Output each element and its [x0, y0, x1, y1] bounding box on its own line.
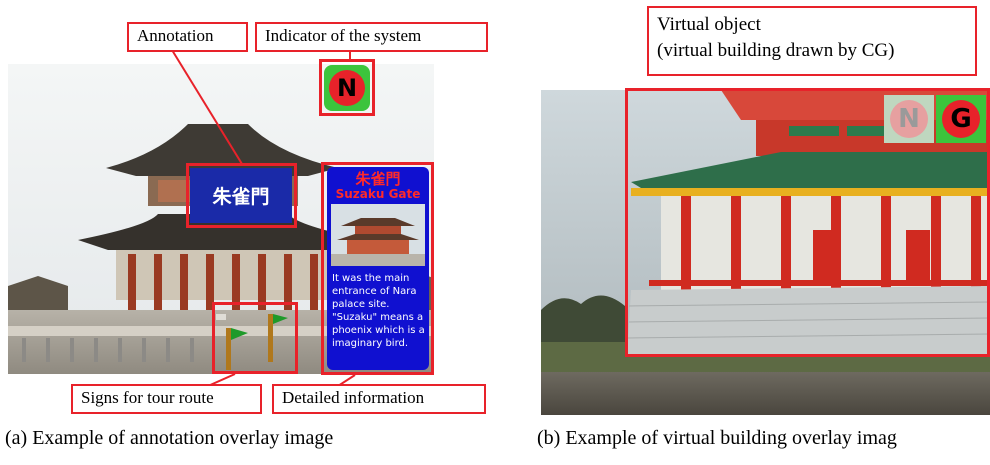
- callout-virtual-object: Virtual object (virtual building drawn b…: [647, 6, 977, 76]
- caption-a: (a) Example of annotation overlay image: [5, 427, 334, 449]
- info-card: 朱雀門 Suzaku Gate It was the main entrance…: [327, 167, 429, 370]
- indicator-letter-g: G: [950, 104, 972, 134]
- virtual-object-highlight-box: [625, 88, 990, 357]
- system-indicator-n-icon: N: [324, 65, 370, 111]
- info-card-body: It was the main entrance of Nara palace …: [332, 273, 425, 349]
- info-card-title-en: Suzaku Gate: [335, 187, 421, 201]
- callout-virtual-object-line2: (virtual building drawn by CG): [657, 40, 895, 61]
- system-indicator-n-faded-icon: N: [884, 95, 934, 143]
- virtual-building-photo-b: [541, 90, 990, 415]
- annotation-highlight-box: [186, 163, 297, 228]
- callout-indicator: Indicator of the system: [255, 22, 488, 52]
- indicator-highlight-box: [319, 59, 375, 116]
- annotation-overlay-label: 朱雀門: [190, 168, 292, 223]
- info-highlight-box: [321, 162, 434, 375]
- info-card-photo: [331, 204, 425, 266]
- signs-highlight-box: [212, 302, 298, 374]
- caption-b: (b) Example of virtual building overlay …: [537, 427, 897, 449]
- system-indicator-g-icon: G: [936, 95, 986, 143]
- callout-annotation: Annotation: [127, 22, 248, 52]
- callout-detailed: Detailed information: [272, 384, 486, 414]
- indicator-letter: N: [336, 74, 358, 102]
- indicator-letter-n: N: [898, 104, 920, 134]
- callout-virtual-object-line1: Virtual object: [657, 14, 761, 35]
- callout-signs: Signs for tour route: [71, 384, 262, 414]
- info-card-title-jp: 朱雀門: [355, 170, 401, 188]
- tour-route-signs: [216, 314, 288, 370]
